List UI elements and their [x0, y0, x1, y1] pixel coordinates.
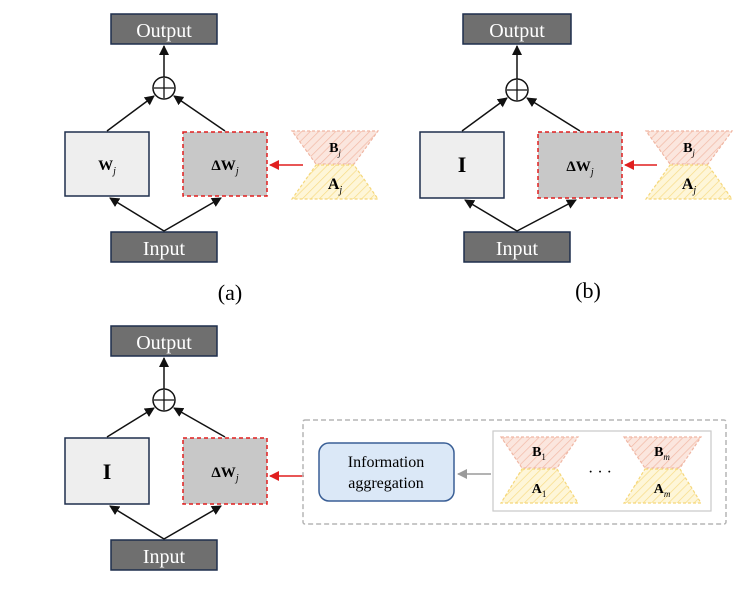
input-label-b: Input: [496, 238, 539, 260]
svg-text:Bm: Bm: [654, 445, 670, 462]
input-label-a: Input: [143, 238, 186, 260]
svg-text:Bj: Bj: [683, 141, 695, 158]
delta-w-box-b: [537, 131, 623, 199]
svg-text:Am: Am: [654, 482, 671, 499]
b-matrix-a: [290, 130, 380, 165]
delta-w-label-a: ΔW: [211, 158, 235, 174]
identity-label-c: I: [103, 459, 112, 484]
input-box-b: [463, 231, 571, 263]
identity-box-b: [419, 131, 505, 199]
panel-c: Output I ΔWj Input Information aggregati…: [64, 325, 727, 571]
output-box-b: [462, 13, 572, 45]
info-label-line2: aggregation: [348, 475, 424, 492]
b-matrix-b: [644, 130, 734, 165]
output-box-c: [110, 325, 218, 357]
delta-w-label-b: ΔW: [566, 159, 590, 175]
svg-text:A1: A1: [532, 482, 547, 499]
ellipsis: · · ·: [588, 464, 612, 481]
svg-text:ΔWj: ΔWj: [211, 465, 238, 484]
svg-text:Aj: Aj: [328, 176, 343, 196]
svg-text:ΔWj: ΔWj: [566, 159, 593, 178]
input-box-c: [110, 539, 218, 571]
input-box-a: [110, 231, 218, 263]
output-box-a: [110, 13, 218, 45]
delta-w-label-c: ΔW: [211, 465, 235, 481]
svg-text:B1: B1: [532, 445, 546, 462]
caption-a: (a): [218, 280, 242, 305]
a1-matrix: [499, 468, 580, 504]
am-matrix: [622, 468, 703, 504]
bm-matrix: [622, 436, 703, 469]
w-box-a: [64, 131, 150, 197]
svg-text:Bj: Bj: [329, 141, 341, 158]
w-label-a: W: [98, 158, 113, 174]
output-label-b: Output: [489, 20, 545, 42]
delta-w-box-a: [182, 131, 268, 197]
delta-w-box-c: [182, 437, 268, 505]
panel-b: Output I ΔWj Input Bj Aj (b): [419, 13, 734, 303]
caption-b: (b): [575, 278, 601, 303]
input-label-c: Input: [143, 546, 186, 568]
output-label-c: Output: [136, 332, 192, 354]
aggregation-region: [302, 419, 727, 525]
a-matrix-a: [290, 164, 380, 200]
information-aggregation-box: [318, 442, 455, 502]
identity-box-c: [64, 437, 150, 505]
identity-label-b: I: [458, 152, 467, 177]
panel-a: Output Wj ΔWj Input Bj Aj: [64, 13, 380, 305]
svg-text:Aj: Aj: [682, 176, 697, 196]
svg-text:Wj: Wj: [98, 158, 116, 177]
info-label-line1: Information: [348, 454, 424, 471]
output-label-a: Output: [136, 20, 192, 42]
svg-text:ΔWj: ΔWj: [211, 158, 238, 177]
a-matrix-b: [644, 164, 734, 200]
b1-matrix: [499, 436, 580, 469]
